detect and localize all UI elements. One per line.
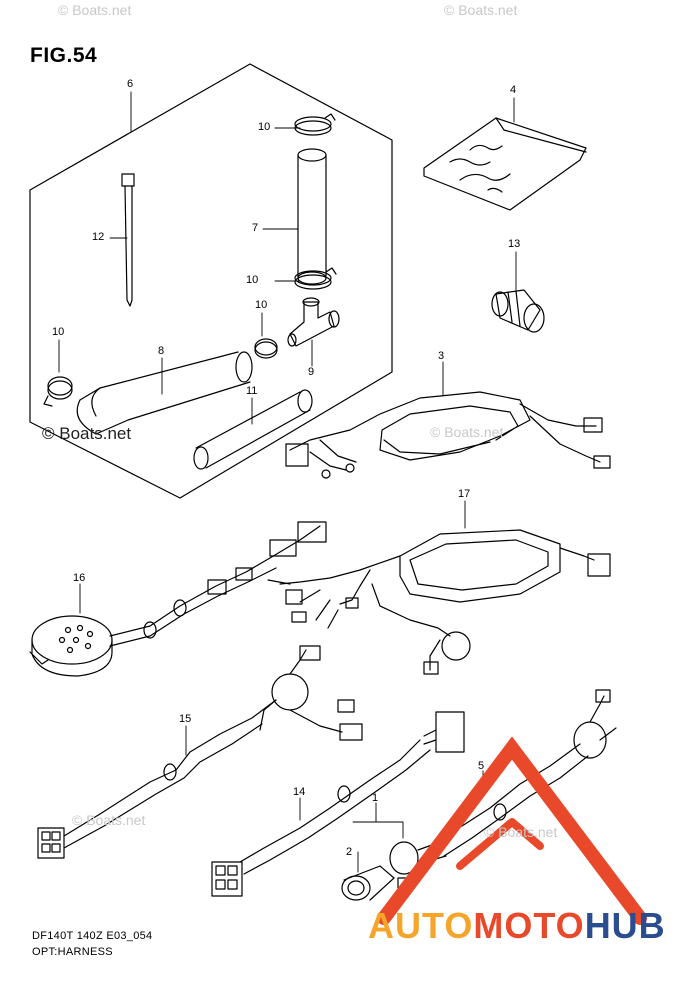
callout-10-small[interactable]: 10 <box>255 299 268 311</box>
part-8-hose <box>76 351 253 435</box>
part-15-harness <box>37 645 363 859</box>
part-10-clamp-top <box>294 113 336 136</box>
logo-text-moto: MOTO <box>473 905 585 946</box>
callout-8[interactable]: 8 <box>158 345 165 357</box>
callout-13[interactable]: 13 <box>508 238 521 250</box>
watermark-top-right: © Boats.net <box>444 2 518 18</box>
part-14-harness <box>211 711 465 897</box>
part-13-plug <box>491 289 545 333</box>
callout-15[interactable]: 15 <box>179 713 192 725</box>
part-12-cable-tie <box>121 173 135 307</box>
callout-14[interactable]: 14 <box>293 786 306 798</box>
part-4-bag <box>423 117 587 211</box>
callout-10-left[interactable]: 10 <box>52 326 65 338</box>
callout-16[interactable]: 16 <box>73 572 86 584</box>
part-10-clamp-left <box>43 376 73 407</box>
callout-12[interactable]: 12 <box>92 231 105 243</box>
kit-outline <box>29 63 393 499</box>
logo-text-hub: HUB <box>584 905 666 946</box>
watermark-wire14: © Boats.net <box>72 812 146 828</box>
automotohub-logo: AUTOMOTOHUB <box>368 905 666 947</box>
part-7-hose <box>297 148 327 285</box>
watermark-harness3: © Boats.net <box>430 424 504 440</box>
automotohub-triangle <box>377 736 647 925</box>
automotohub-arrow <box>456 818 544 870</box>
callout-11[interactable]: 11 <box>246 385 258 397</box>
part-17-harness <box>267 529 611 675</box>
callout-4[interactable]: 4 <box>510 84 517 96</box>
footer-name: OPT:HARNESS <box>32 946 113 958</box>
figure-title: FIG.54 <box>30 44 98 67</box>
callout-10-top[interactable]: 10 <box>258 121 271 133</box>
callout-17[interactable]: 17 <box>458 488 471 500</box>
footer-code: DF140T 140Z E03_054 <box>32 930 153 942</box>
callout-9[interactable]: 9 <box>308 366 315 378</box>
callout-1[interactable]: 1 <box>372 792 379 804</box>
callout-10-mid[interactable]: 10 <box>246 274 259 286</box>
callout-7[interactable]: 7 <box>252 222 259 234</box>
part-10-clamp-small <box>254 338 278 359</box>
callout-2[interactable]: 2 <box>346 846 353 858</box>
leader-lines <box>58 91 517 873</box>
watermark-main: © Boats.net <box>42 424 132 443</box>
part-9-joint <box>287 297 340 347</box>
part-10-clamp-mid <box>294 267 337 290</box>
callout-5[interactable]: 5 <box>478 760 485 772</box>
callout-6[interactable]: 6 <box>127 78 134 90</box>
part-3-harness <box>285 391 611 479</box>
logo-text-auto: AUTO <box>368 905 474 946</box>
part-16-buzzer <box>29 521 327 677</box>
watermark-top-left: © Boats.net <box>58 2 132 18</box>
watermark-part5: © Boats.net <box>484 824 558 840</box>
part-11-hose <box>193 389 313 470</box>
callout-3[interactable]: 3 <box>438 350 445 362</box>
